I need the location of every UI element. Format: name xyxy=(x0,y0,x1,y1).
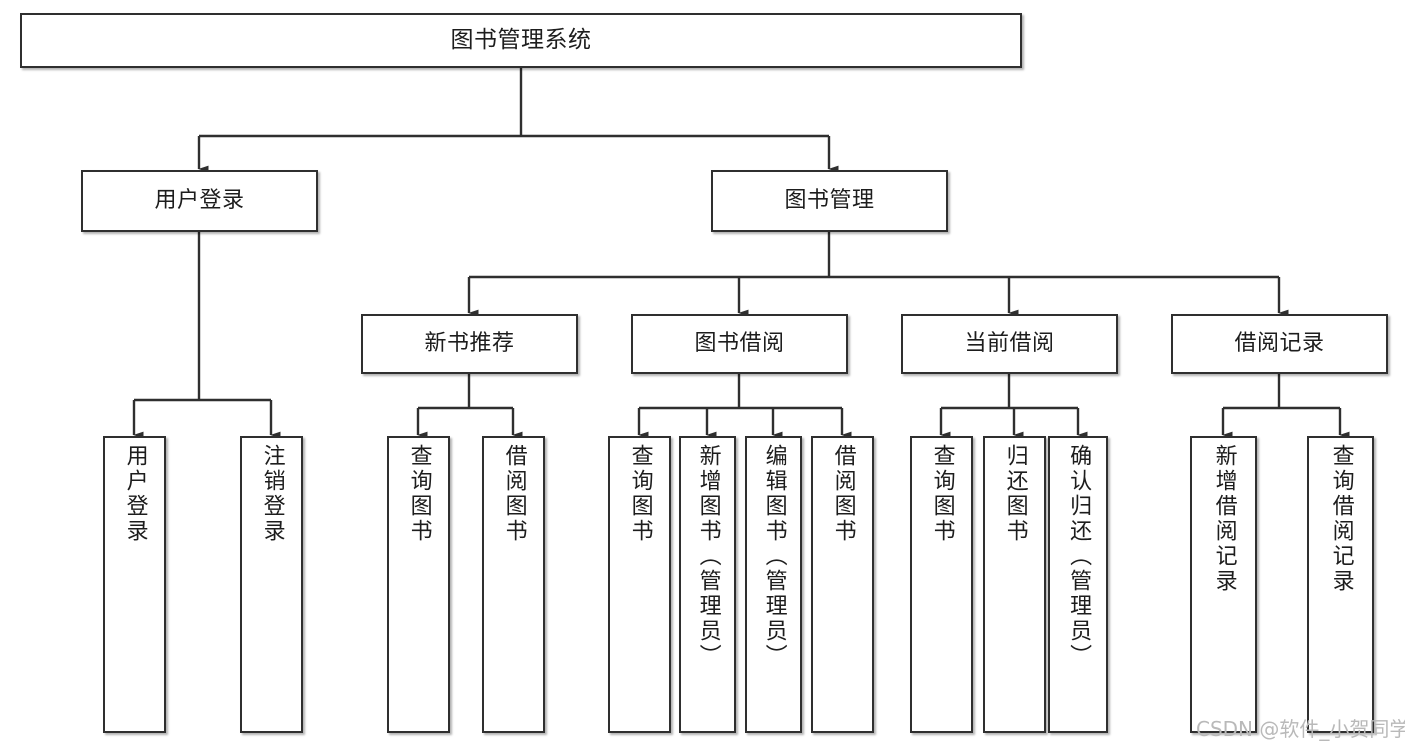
node-label-leaf-query-book-2: 查询图书 xyxy=(627,444,653,544)
node-label-root: 图书管理系统 xyxy=(450,27,592,54)
node-label-new-book-rec: 新书推荐 xyxy=(424,331,515,357)
csdn-watermark: CSDN @软件_小贺同学 xyxy=(1196,717,1405,741)
node-label-book-borrow: 图书借阅 xyxy=(694,331,785,357)
node-label-leaf-query-book-1: 查询图书 xyxy=(406,444,432,544)
node-label-leaf-return-book: 归还图书 xyxy=(1002,444,1028,544)
node-leaf-edit-book[interactable]: 编辑图书（管理员） xyxy=(745,436,802,733)
node-label-leaf-add-record: 新增借阅记录 xyxy=(1211,444,1237,594)
node-leaf-add-book[interactable]: 新增图书（管理员） xyxy=(679,436,736,733)
node-leaf-query-book-1[interactable]: 查询图书 xyxy=(387,436,450,733)
node-label-leaf-confirm-return: 确认归还（管理员） xyxy=(1066,444,1092,669)
node-leaf-user-login[interactable]: 用户登录 xyxy=(103,436,166,733)
node-leaf-query-book-2[interactable]: 查询图书 xyxy=(608,436,671,733)
node-book-borrow[interactable]: 图书借阅 xyxy=(631,314,848,374)
node-leaf-query-book-3[interactable]: 查询图书 xyxy=(910,436,973,733)
node-user-login[interactable]: 用户登录 xyxy=(81,170,318,232)
node-label-leaf-edit-book: 编辑图书（管理员） xyxy=(761,444,787,669)
node-root[interactable]: 图书管理系统 xyxy=(20,13,1022,68)
node-label-leaf-query-book-3: 查询图书 xyxy=(929,444,955,544)
node-leaf-add-record[interactable]: 新增借阅记录 xyxy=(1190,436,1257,733)
node-label-leaf-user-login: 用户登录 xyxy=(122,444,148,544)
node-label-leaf-query-record: 查询借阅记录 xyxy=(1328,444,1354,594)
node-borrow-record[interactable]: 借阅记录 xyxy=(1171,314,1388,374)
node-label-current-borrow: 当前借阅 xyxy=(964,331,1055,357)
node-new-book-rec[interactable]: 新书推荐 xyxy=(361,314,578,374)
node-label-leaf-borrow-book-2: 借阅图书 xyxy=(830,444,856,544)
node-leaf-query-record[interactable]: 查询借阅记录 xyxy=(1307,436,1374,733)
node-label-user-login: 用户登录 xyxy=(154,188,245,214)
node-leaf-borrow-book-2[interactable]: 借阅图书 xyxy=(811,436,874,733)
node-current-borrow[interactable]: 当前借阅 xyxy=(901,314,1118,374)
node-book-manage[interactable]: 图书管理 xyxy=(711,170,948,232)
node-leaf-user-logout[interactable]: 注销登录 xyxy=(240,436,303,733)
node-label-book-manage: 图书管理 xyxy=(784,188,875,214)
node-leaf-return-book[interactable]: 归还图书 xyxy=(983,436,1046,733)
node-label-leaf-add-book: 新增图书（管理员） xyxy=(695,444,721,669)
node-label-borrow-record: 借阅记录 xyxy=(1234,331,1325,357)
node-leaf-borrow-book-1[interactable]: 借阅图书 xyxy=(482,436,545,733)
node-leaf-confirm-return[interactable]: 确认归还（管理员） xyxy=(1048,436,1108,733)
node-label-leaf-user-logout: 注销登录 xyxy=(259,444,285,544)
node-label-leaf-borrow-book-1: 借阅图书 xyxy=(501,444,527,544)
